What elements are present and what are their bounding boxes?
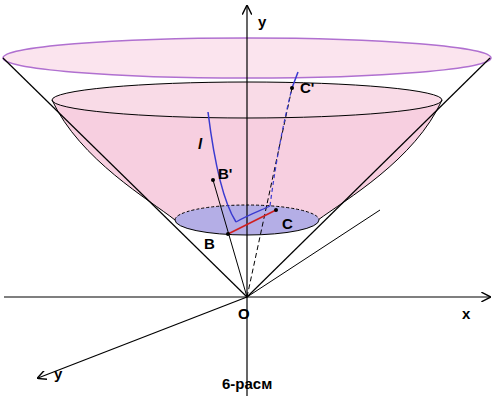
curve-label: l [198, 136, 202, 151]
point-label: B [204, 236, 215, 251]
axis-label: y [258, 14, 266, 29]
point-label: C [282, 216, 293, 231]
point-label: C' [300, 80, 314, 95]
point-label: B' [218, 166, 232, 181]
origin-label: O [238, 306, 250, 321]
caption: 6-расм [222, 376, 272, 391]
axis-label: y [54, 366, 62, 381]
axis-label: x [462, 306, 470, 321]
